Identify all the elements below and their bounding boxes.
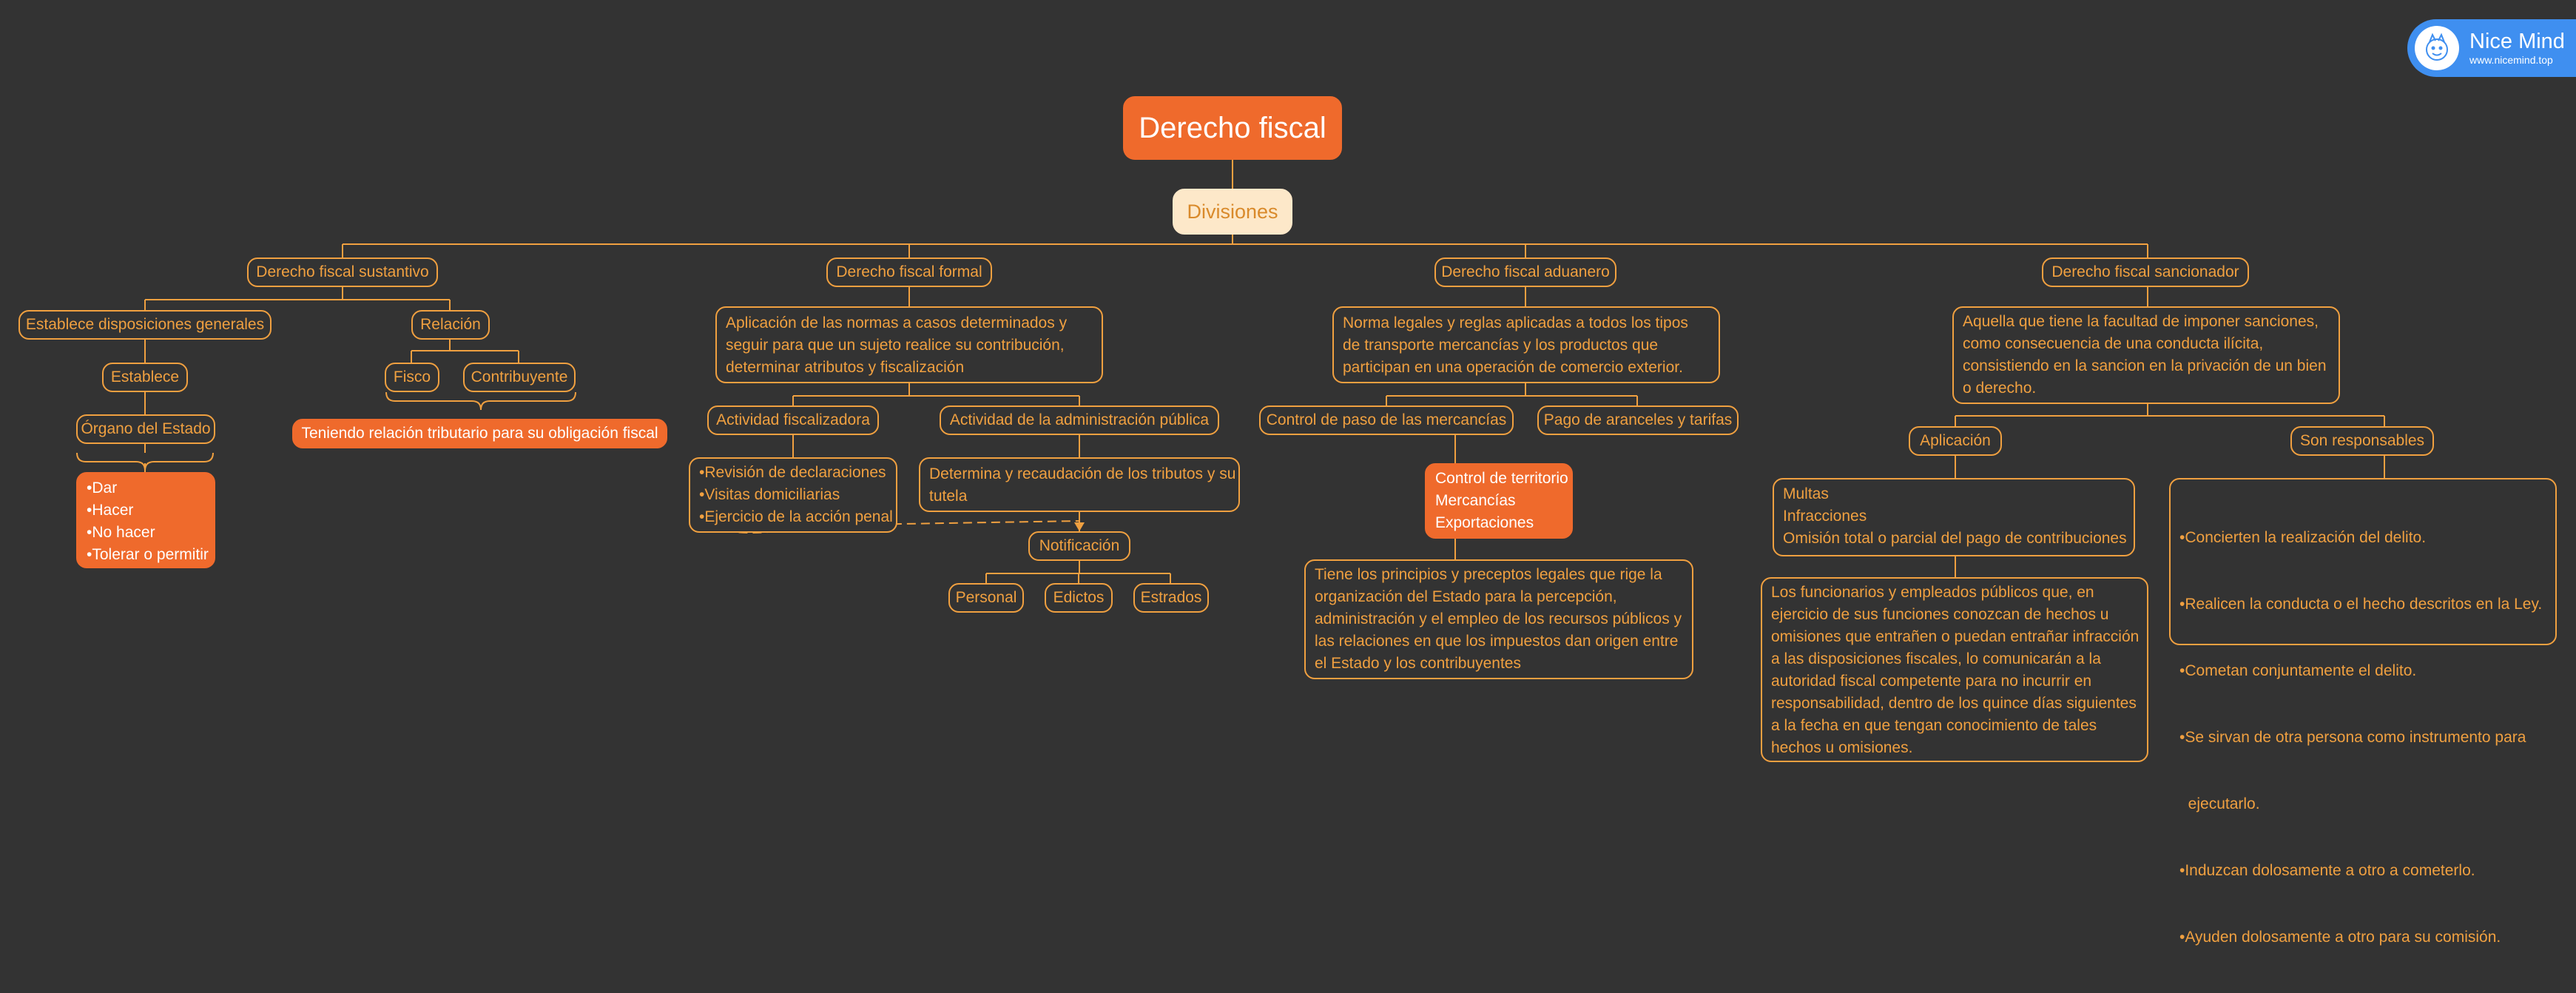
accion-item: •Dar: [87, 479, 118, 497]
sancionador-node[interactable]: Derecho fiscal sancionador: [2042, 257, 2249, 287]
control-items-node[interactable]: Control de territorio Mercancías Exporta…: [1425, 463, 1573, 539]
responsable-item: •Se sirvan de otra persona como instrume…: [2179, 729, 2526, 746]
accion-item: •Tolerar o permitir: [87, 546, 209, 563]
fiscalizadora-item: •Revisión de declaraciones: [699, 464, 886, 481]
sancionador-desc-line: consistiendo en la sancion en la privaci…: [1963, 357, 2327, 374]
son-responsables-node[interactable]: Son responsables: [2290, 426, 2434, 456]
mind-map-canvas: Derecho fiscal Divisiones Derecho fiscal…: [18, 19, 2576, 946]
aduanero-desc-node[interactable]: Norma legales y reglas aplicadas a todos…: [1332, 306, 1720, 383]
sancionador-desc-line: como consecuencia de una conducta ilícit…: [1963, 335, 2264, 352]
link-formal: [792, 287, 1080, 405]
principios-line: las relaciones en que los impuestos dan …: [1315, 633, 1679, 650]
sustantivo-node[interactable]: Derecho fiscal sustantivo: [247, 257, 438, 287]
root-node[interactable]: Derecho fiscal: [1123, 96, 1342, 160]
administracion-desc-line: Determina y recaudación de los tributos …: [929, 465, 1236, 482]
fiscalizadora-item: •Ejercicio de la acción penal: [699, 508, 893, 525]
responsable-item: ejecutarlo.: [2179, 795, 2260, 812]
principios-node[interactable]: Tiene los principios y preceptos legales…: [1304, 559, 1693, 679]
link-aduanero: [1386, 287, 1638, 405]
responsables-items-node[interactable]: •Concierten la realización del delito. •…: [2169, 478, 2557, 946]
formal-desc-line: Aplicación de las normas a casos determi…: [726, 314, 1068, 331]
responsable-item: •Cometan conjuntamente el delito.: [2179, 662, 2417, 679]
teniendo-node[interactable]: Teniendo relación tributario para su obl…: [292, 419, 667, 448]
divisiones-node[interactable]: Divisiones: [1173, 189, 1292, 235]
formal-node[interactable]: Derecho fiscal formal: [826, 257, 992, 287]
funcionarios-line: Los funcionarios y empleados públicos qu…: [1771, 584, 2094, 601]
administracion-desc-node[interactable]: Determina y recaudación de los tributos …: [919, 457, 1240, 512]
fiscalizadora-item: •Visitas domiciliarias: [699, 486, 840, 503]
fiscalizadora-items-node[interactable]: •Revisión de declaraciones •Visitas domi…: [689, 457, 897, 533]
brand-text: Nice Mind www.nicemind.top: [2469, 30, 2565, 67]
funcionarios-node[interactable]: Los funcionarios y empleados públicos qu…: [1761, 577, 2148, 762]
accion-item: •No hacer: [87, 524, 155, 541]
link-relacion: [411, 340, 519, 363]
personal-node[interactable]: Personal: [948, 583, 1024, 613]
sancionador-desc-line: o derecho.: [1963, 380, 2037, 397]
responsable-item: •Ayuden dolosamente a otro para su comis…: [2179, 929, 2501, 946]
control-paso-node[interactable]: Control de paso de las mercancías: [1259, 405, 1514, 435]
brand-name: Nice Mind: [2469, 30, 2565, 53]
aduanero-desc-line: Norma legales y reglas aplicadas a todos…: [1343, 314, 1688, 331]
control-item: Mercancías: [1435, 492, 1516, 509]
aplicacion-item: Omisión total o parcial del pago de cont…: [1783, 530, 2127, 547]
link-divisiones-branches: [342, 235, 2148, 257]
control-item: Exportaciones: [1435, 514, 1534, 531]
fisco-node[interactable]: Fisco: [385, 363, 439, 392]
sancionador-desc-node[interactable]: Aquella que tiene la facultad de imponer…: [1952, 306, 2340, 404]
aplicacion-items-node[interactable]: Multas Infracciones Omisión total o parc…: [1773, 478, 2135, 556]
control-item: Control de territorio: [1435, 470, 1568, 487]
principios-line: el Estado y los contribuyentes: [1315, 655, 1521, 672]
aduanero-node[interactable]: Derecho fiscal aduanero: [1434, 257, 1616, 287]
funcionarios-line: hechos u omisiones.: [1771, 739, 1913, 756]
responsable-item: •Realicen la conducta o el hecho descrit…: [2179, 596, 2543, 613]
nice-mind-logo-icon: [2415, 26, 2459, 70]
estrados-node[interactable]: Estrados: [1133, 583, 1209, 613]
arrow-head: [1074, 522, 1085, 531]
establece-node[interactable]: Establece: [102, 363, 188, 392]
link-sancionador: [1955, 287, 2385, 426]
brand-badge[interactable]: Nice Mind www.nicemind.top: [2407, 19, 2576, 77]
principios-line: organización del Estado para la percepci…: [1315, 588, 1617, 605]
responsable-item: •Concierten la realización del delito.: [2179, 529, 2427, 546]
bracket-relacion: [385, 391, 576, 411]
funcionarios-line: a la fecha en que tengan conocimiento de…: [1771, 717, 2097, 734]
actividad-fiscalizadora-node[interactable]: Actividad fiscalizadora: [707, 405, 879, 435]
formal-desc-node[interactable]: Aplicación de las normas a casos determi…: [715, 306, 1103, 383]
edictos-node[interactable]: Edictos: [1045, 583, 1113, 613]
link-sustantivo: [144, 287, 451, 310]
principios-line: Tiene los principios y preceptos legales…: [1315, 566, 1662, 583]
funcionarios-line: autoridad fiscal competente para no incu…: [1771, 673, 2092, 690]
formal-desc-line: seguir para que un sujeto realice su con…: [726, 337, 1065, 354]
aduanero-desc-line: de transporte mercancías y los productos…: [1343, 337, 1659, 354]
notificacion-node[interactable]: Notificación: [1028, 531, 1130, 561]
formal-desc-line: determinar atributos y fiscalización: [726, 359, 965, 376]
aplicacion-item: Multas: [1783, 485, 1829, 502]
contribuyente-node[interactable]: Contribuyente: [463, 363, 576, 392]
acciones-node[interactable]: •Dar •Hacer •No hacer •Tolerar o permiti…: [76, 472, 215, 568]
organo-node[interactable]: Órgano del Estado: [76, 414, 215, 444]
principios-line: administración y el empleo de los recurs…: [1315, 610, 1682, 627]
funcionarios-line: omisiones que entrañen o puedan entrañar…: [1771, 628, 2140, 645]
aplicacion-node[interactable]: Aplicación: [1909, 426, 2002, 456]
brand-url: www.nicemind.top: [2469, 54, 2553, 66]
funcionarios-line: ejercicio de sus funciones conozcan de h…: [1771, 606, 2109, 623]
sancionador-desc-line: Aquella que tiene la facultad de imponer…: [1963, 313, 2319, 330]
pago-aranceles-node[interactable]: Pago de aranceles y tarifas: [1537, 405, 1739, 435]
funcionarios-line: a las disposiciones fiscales, lo comunic…: [1771, 650, 2101, 667]
relacion-node[interactable]: Relación: [411, 310, 490, 340]
accion-item: •Hacer: [87, 502, 134, 519]
administracion-desc-line: tutela: [929, 488, 968, 505]
actividad-administracion-node[interactable]: Actividad de la administración pública: [940, 405, 1219, 435]
establece-disposiciones-node[interactable]: Establece disposiciones generales: [18, 310, 272, 340]
aplicacion-item: Infracciones: [1783, 508, 1867, 525]
funcionarios-line: responsabilidad, dentro de los quince dí…: [1771, 695, 2137, 712]
responsable-item: •Induzcan dolosamente a otro a cometerlo…: [2179, 862, 2475, 879]
aduanero-desc-line: participan en una operación de comercio …: [1343, 359, 1683, 376]
